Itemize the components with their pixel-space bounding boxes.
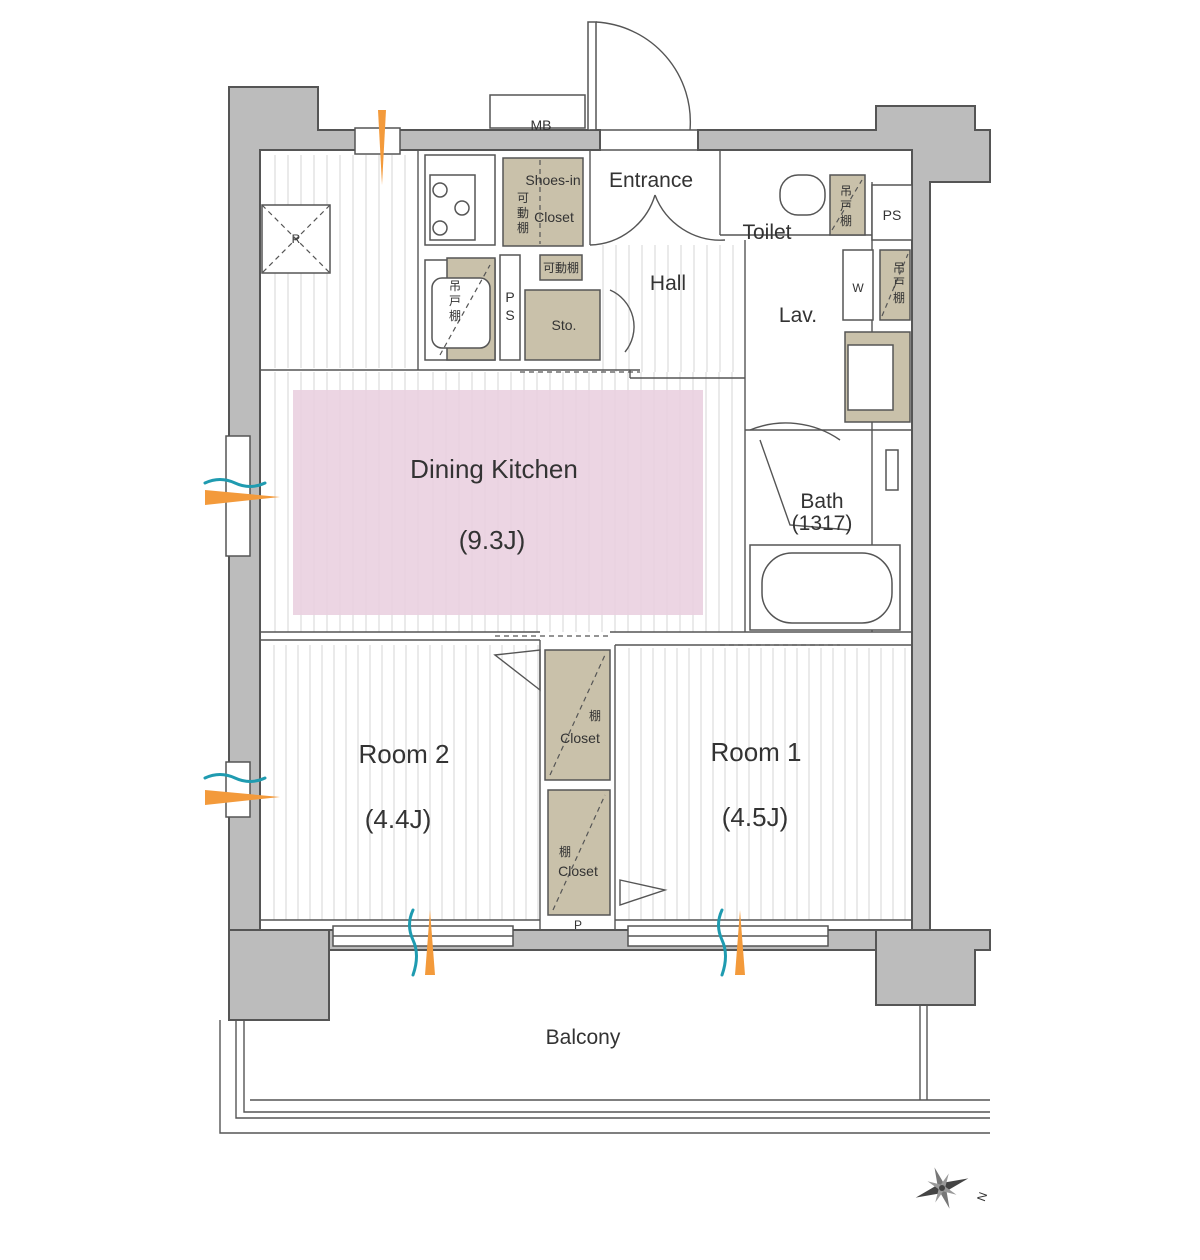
room1-name: Room 1 [710, 737, 801, 767]
interior-doors [493, 194, 851, 906]
entrance-storage [502, 157, 601, 361]
mb-label: MB [531, 117, 552, 133]
airflow-markers [203, 478, 727, 977]
entrance-door [587, 21, 698, 151]
lav-cabinet-3: 棚 [893, 290, 905, 305]
toilet-cabinet-2: 戸 [840, 199, 852, 213]
shoes-closet-label: Closet [534, 209, 574, 225]
bath-name: Bath [800, 490, 843, 513]
toilet [779, 174, 913, 241]
kitchen [261, 154, 521, 361]
toilet-label: Toilet [742, 221, 791, 244]
room2-size: (4.4J) [365, 804, 431, 834]
lav-label: Lav. [779, 304, 817, 327]
kitchen-cabinet-1: 吊 [449, 279, 461, 293]
closet-lower-shelf: 棚 [559, 844, 571, 859]
shoes-vertical-1: 可 [517, 191, 529, 205]
room1-size: (4.5J) [722, 802, 788, 832]
dining-kitchen-highlight [293, 390, 703, 615]
lav-cabinet-2: 戸 [893, 276, 905, 290]
dining-kitchen-name: Dining Kitchen [410, 454, 578, 484]
bedroom-closets [544, 649, 611, 916]
room2-name: Room 2 [358, 739, 449, 769]
closet-lower-label: Closet [558, 863, 598, 879]
compass-icon [915, 1167, 969, 1209]
lavatory [842, 249, 911, 423]
bath [749, 449, 901, 631]
compass-north-label: N [974, 1190, 990, 1203]
shoes-vertical-3: 棚 [517, 220, 529, 235]
dining-kitchen-size: (9.3J) [459, 525, 525, 555]
closet-upper-label: Closet [560, 730, 600, 746]
bath-size: (1317) [792, 512, 853, 535]
pipe-label: P [574, 918, 582, 932]
toilet-cabinet-1: 吊 [840, 184, 852, 198]
ps-kitchen-label-p: P [505, 289, 514, 305]
ps-right-label: PS [883, 207, 902, 223]
storage-label: Sto. [552, 317, 577, 333]
kitchen-cabinet-3: 棚 [449, 308, 461, 323]
washer-label: W [852, 281, 864, 295]
adjustable-shelf-label: 可動棚 [543, 260, 579, 275]
toilet-cabinet-3: 棚 [840, 213, 852, 228]
lav-cabinet-1: 吊 [893, 261, 905, 275]
balcony-railing [219, 1005, 990, 1134]
interior-walls [260, 150, 913, 930]
balcony-label: Balcony [546, 1026, 621, 1049]
entrance-label: Entrance [609, 169, 693, 192]
shoes-vertical-2: 動 [517, 206, 529, 220]
windows [225, 94, 829, 947]
ps-kitchen-label-s: S [505, 307, 514, 323]
closet-upper-shelf: 棚 [589, 708, 601, 723]
hall-label: Hall [650, 272, 686, 295]
shoes-in-label: Shoes-in [525, 172, 580, 188]
kitchen-cabinet-2: 戸 [449, 294, 461, 308]
fridge-label: R [292, 232, 301, 246]
ventilation-markers [205, 110, 745, 975]
